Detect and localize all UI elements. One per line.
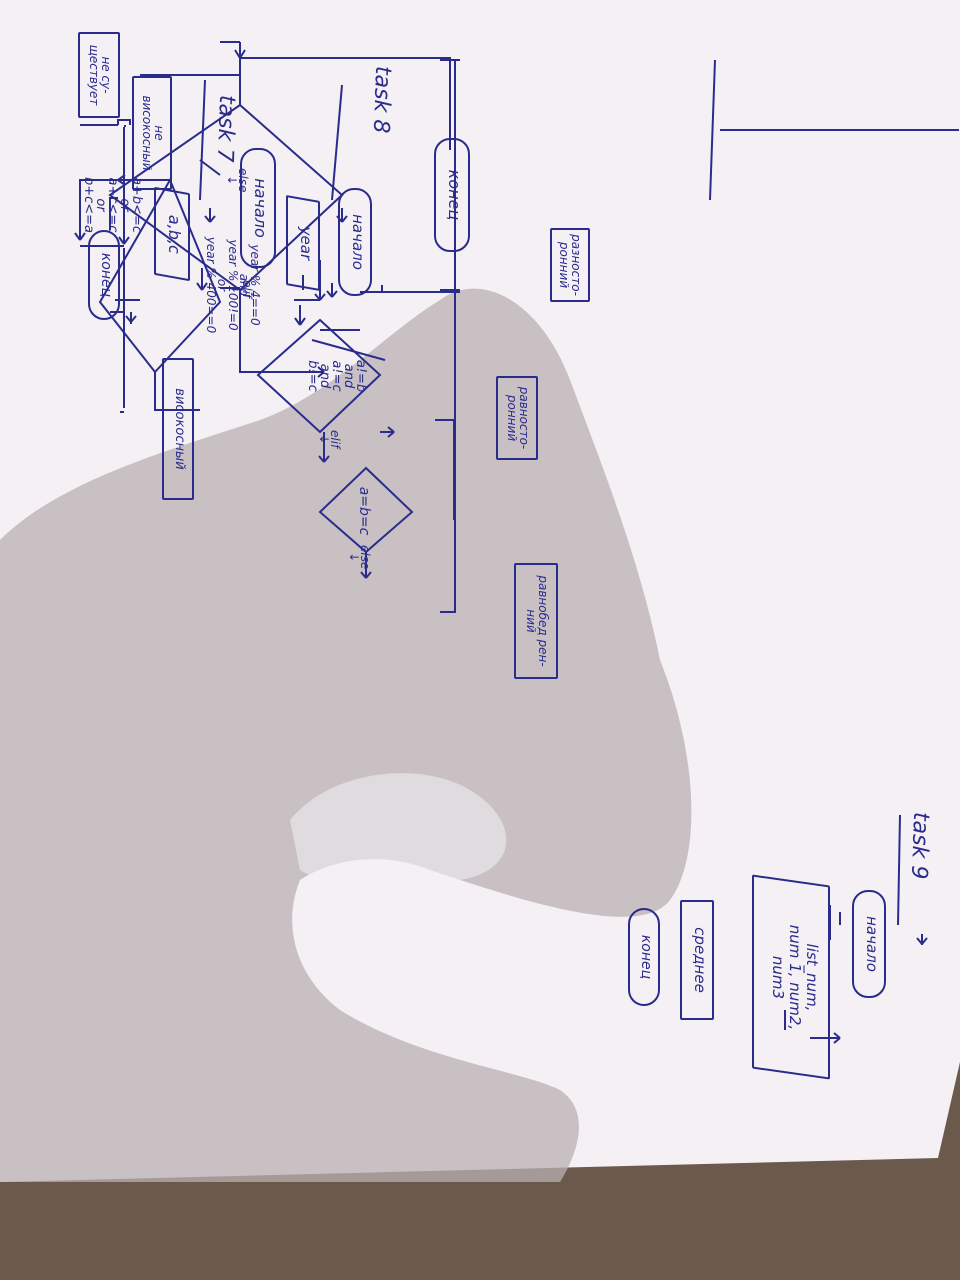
task7-input-label: a,b,c xyxy=(165,214,184,254)
task7-isosceles-box: равнобед рен- ний xyxy=(514,563,558,679)
task8-leap-label: високосный xyxy=(172,388,187,470)
task7-cond2-text: a!=b and a!=c and b!=c xyxy=(305,345,368,407)
task7-end-label: конец xyxy=(445,169,464,221)
task8-start-label: начало xyxy=(349,214,367,270)
task9-input-line-3: num3 xyxy=(769,955,787,1000)
task9-average-box: среднее xyxy=(680,900,714,1020)
task7-title: task 7 xyxy=(211,94,240,163)
task7-scalene-label: разносто- ронний xyxy=(557,230,583,300)
task8-not-leap-label: не високосный xyxy=(140,78,166,188)
task8-input-label: year xyxy=(297,226,315,261)
isosceles-line-1: равнобед рен- xyxy=(536,575,550,667)
task7-scalene-rect: разносто- ронний xyxy=(550,228,590,302)
task8-not-leap-box: не високосный xyxy=(132,76,172,190)
task7-not-exist-label: не су- ществует xyxy=(87,34,113,116)
scalene-line-1: разносто- xyxy=(569,234,583,296)
task8-cond-text: year % 4==0 and year % 100!=0 or year % … xyxy=(204,210,262,360)
task8-input-box: year xyxy=(286,195,320,291)
task9-input-label: list_num, num 1, num2, num3 xyxy=(769,882,821,1072)
task9-title: task 9 xyxy=(905,811,934,880)
cond8-line-5: year % 400==0 xyxy=(204,236,218,334)
task7-elif2-label: elif ↓ xyxy=(317,430,342,448)
equilateral-line-1: равносто- xyxy=(517,386,531,450)
task8-end-label: конец xyxy=(98,252,114,298)
task7-equilateral-box: равносто- ронний xyxy=(496,376,538,460)
task7-input-box: a,b,c xyxy=(154,186,190,282)
task8-start-terminal: начало xyxy=(338,188,372,296)
not-leap-line-1: не xyxy=(152,125,166,141)
task9-end-terminal: конец xyxy=(628,908,660,1006)
cond3-line: a=b=c xyxy=(356,486,372,536)
not-leap-line-2: високосный xyxy=(140,95,154,171)
task9-input-line-2: num 1, num2, xyxy=(786,924,804,1031)
task7-end-terminal: конец xyxy=(434,138,470,252)
cond2-line-5: b!=c xyxy=(305,360,320,392)
task9-start-label: начало xyxy=(863,916,881,972)
no-exist-line-2: ществует xyxy=(87,44,101,106)
task8-title: task 8 xyxy=(367,65,396,134)
task9-input-box: list_num, num 1, num2, num3 xyxy=(752,874,830,1080)
no-exist-line-1: не су- xyxy=(99,56,113,94)
task9-end-label: конец xyxy=(638,934,654,980)
task7-equilateral-label: равносто- ронний xyxy=(505,378,531,458)
task9-start-terminal: начало xyxy=(852,890,886,998)
task7-isosceles-label: равнобед рен- ний xyxy=(524,565,550,677)
task8-end-terminal: конец xyxy=(88,230,120,320)
task7-else-label: else ↓ xyxy=(347,545,372,569)
task8-else-label: else ↓ xyxy=(225,168,250,192)
task9-input-line-1: list_num, xyxy=(803,943,821,1012)
task7-not-exist-box: не су- ществует xyxy=(78,32,120,118)
task7-cond3-text: a=b=c xyxy=(356,475,372,547)
task8-leap-box: високосный xyxy=(162,358,194,500)
task9-average-label: среднее xyxy=(691,927,709,993)
